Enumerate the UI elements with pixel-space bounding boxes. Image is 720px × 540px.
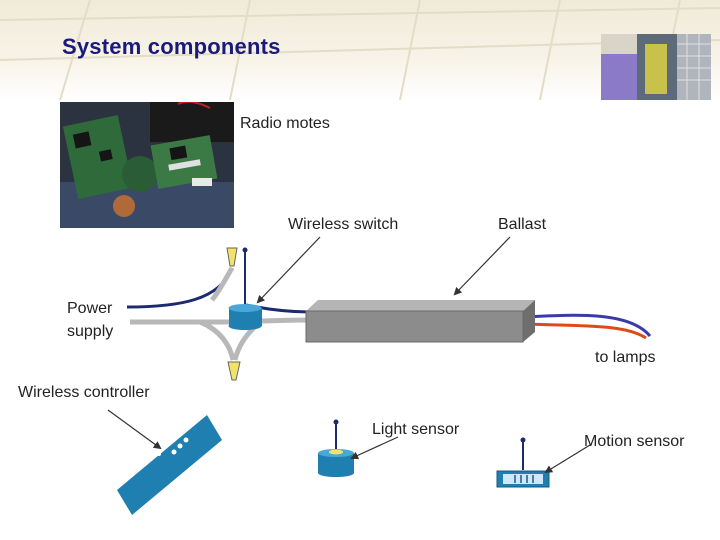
label-radio-motes: Radio motes [240, 115, 330, 132]
label-motion-sensor: Motion sensor [584, 433, 685, 450]
label-wireless-controller: Wireless controller [18, 384, 150, 401]
wireless-controller-device [117, 415, 222, 515]
ballast-device [305, 300, 535, 343]
switch-wire-upper-gray [210, 266, 235, 302]
motion-sensor-device [496, 437, 550, 488]
label-power-supply-line1: Power [67, 300, 113, 317]
lamp-wire-blue [524, 313, 652, 338]
corner-photo [601, 34, 711, 100]
lamp-wire-red [524, 322, 647, 340]
wire-connector-top [226, 247, 238, 267]
lower-connector-wire [198, 319, 236, 361]
arrow-wireless-switch [256, 236, 321, 304]
arrow-ballast [453, 236, 511, 296]
label-wireless-switch: Wireless switch [288, 216, 399, 233]
power-supply-wire-gray [130, 317, 311, 325]
arrow-wireless-controller [107, 409, 162, 450]
arrow-motion-sensor [544, 444, 591, 474]
label-ballast: Ballast [498, 216, 547, 233]
label-to-lamps: to lamps [595, 349, 656, 366]
radio-motes-photo [60, 102, 234, 228]
light-sensor-device [318, 419, 354, 477]
wire-connector-bottom [227, 361, 241, 381]
arrow-light-sensor [350, 436, 399, 460]
slide-header [0, 0, 720, 100]
power-supply-wire-navy [126, 267, 234, 309]
label-power-supply-line2: supply [67, 323, 114, 340]
slide-title: System components [62, 34, 281, 59]
callout-arrows [107, 236, 591, 474]
label-light-sensor: Light sensor [372, 421, 460, 438]
wireless-switch-device [228, 247, 262, 330]
